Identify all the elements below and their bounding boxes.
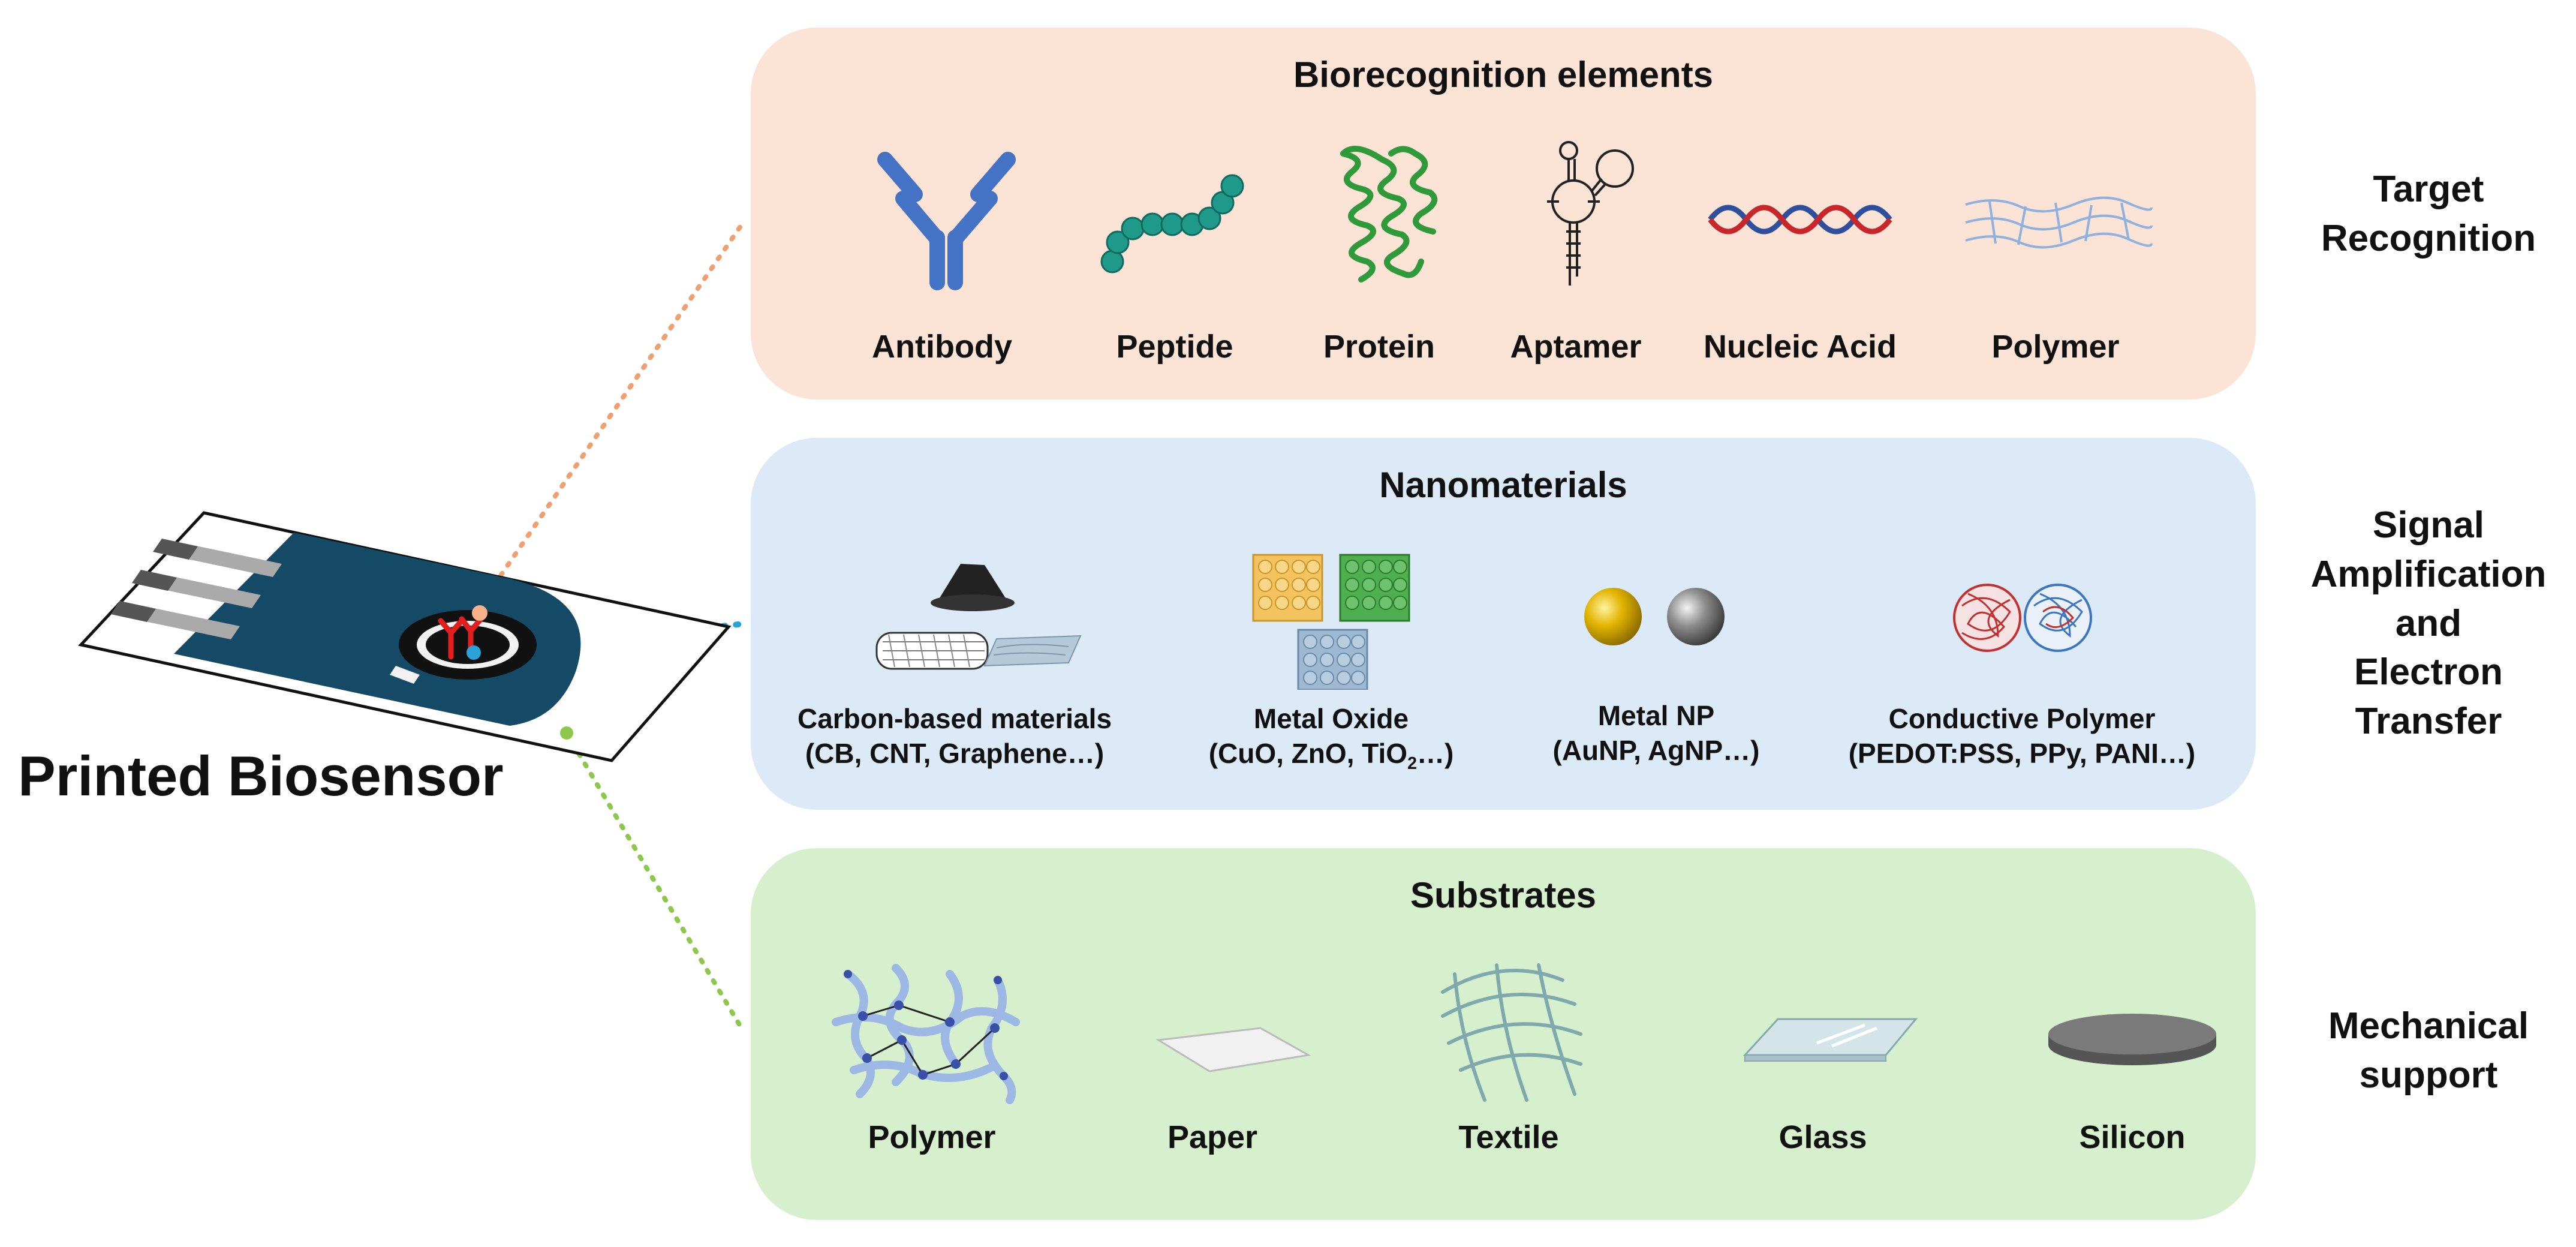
protein-icon xyxy=(1340,146,1438,283)
cube-green xyxy=(1339,554,1410,622)
sub-polymer-item: Polymer xyxy=(776,938,1088,1214)
carbon-materials-icon xyxy=(875,564,1082,670)
antibody-item: Antibody xyxy=(786,136,1098,387)
peptide-item: Peptide xyxy=(1019,136,1331,387)
sub-polymer-label: Polymer xyxy=(868,1119,996,1155)
cube-blue xyxy=(1297,629,1368,690)
textile-label: Textile xyxy=(1458,1119,1559,1155)
textile-icon xyxy=(1441,963,1582,1102)
biorecognition-title: Biorecognition elements xyxy=(1293,55,1714,95)
polymer-network-icon xyxy=(832,964,1020,1104)
carbon-materials-name: Carbon-based materials xyxy=(797,703,1112,734)
metal-np-name: Metal NP xyxy=(1597,700,1715,731)
peptide-icon xyxy=(1100,174,1244,274)
dna-icon xyxy=(1708,205,1892,235)
carbon-materials-item: Carbon-based materials (CB, CNT, Graphen… xyxy=(787,528,1123,804)
cube-orange xyxy=(1252,554,1323,622)
paper-item: Paper xyxy=(1057,938,1368,1214)
metal-np-item: Metal NP (AuNP, AgNP…) xyxy=(1512,528,1800,804)
glass-label: Glass xyxy=(1778,1119,1867,1155)
paper-sheet-icon xyxy=(1155,1027,1311,1072)
antibody-icon xyxy=(877,152,1016,290)
glass-item: Glass xyxy=(1667,938,1979,1214)
silicon-wafer-icon xyxy=(2048,1014,2216,1065)
nucleic-acid-item: Nucleic Acid xyxy=(1644,136,1956,387)
metal-oxide-label: Metal Oxide (CuO, ZnO, TiO2…) xyxy=(1187,702,1475,774)
aptamer-icon xyxy=(1547,141,1634,286)
silicon-label: Silicon xyxy=(2079,1119,2186,1155)
conductive-polymer-examples: (PEDOT:PSS, PPy, PANI…) xyxy=(1848,737,2196,769)
metal-np-label: Metal NP (AuNP, AgNP…) xyxy=(1512,699,1800,768)
silicon-item: Silicon xyxy=(1976,938,2288,1214)
mechanical-support-label: Mechanical support xyxy=(2328,1005,2529,1096)
conductive-polymer-item: Conductive Polymer (PEDOT:PSS, PPy, PANI… xyxy=(1818,528,2226,804)
metal-oxide-item: Metal Oxide (CuO, ZnO, TiO2…) xyxy=(1187,528,1475,804)
peptide-label: Peptide xyxy=(1116,329,1233,365)
printed-biosensor-title: Printed Biosensor xyxy=(18,744,504,807)
nanomaterials-panel: Nanomaterials Carbon-based materials (CB… xyxy=(751,438,2256,810)
textile-item: Textile xyxy=(1353,938,1665,1214)
polymer-coil-icon xyxy=(1953,584,2092,652)
substrates-title: Substrates xyxy=(1410,875,1597,915)
protein-label: Protein xyxy=(1323,329,1436,365)
printed-biosensor-strip xyxy=(78,511,732,762)
nucleic-acid-label: Nucleic Acid xyxy=(1703,329,1897,365)
target-recognition-label: Target Recognition xyxy=(2321,169,2536,259)
carbon-materials-examples: (CB, CNT, Graphene…) xyxy=(805,737,1105,769)
signal-amplification-label: Signal Amplification and Electron Transf… xyxy=(2310,504,2547,743)
carbon-materials-label: Carbon-based materials (CB, CNT, Graphen… xyxy=(787,702,1123,771)
nanomaterials-title: Nanomaterials xyxy=(1379,465,1627,505)
glass-slide-icon xyxy=(1743,1018,1918,1062)
biorecognition-panel: Biorecognition elements Antibody xyxy=(751,28,2256,399)
aptamer-item: Aptamer xyxy=(1420,136,1732,387)
aptamer-label: Aptamer xyxy=(1510,329,1642,365)
bio-polymer-label: Polymer xyxy=(1991,329,2120,365)
metal-nanoparticle-icon xyxy=(1584,588,1725,645)
metal-np-examples: (AuNP, AgNP…) xyxy=(1552,734,1760,766)
conductive-polymer-name: Conductive Polymer xyxy=(1888,703,2156,734)
bio-polymer-item: Polymer xyxy=(1900,136,2211,387)
antibody-label: Antibody xyxy=(872,329,1012,365)
substrates-panel: Substrates xyxy=(751,848,2256,1220)
metal-oxide-examples: (CuO, ZnO, TiO2…) xyxy=(1208,737,1454,773)
paper-label: Paper xyxy=(1167,1119,1258,1155)
metal-oxide-cubes-icon xyxy=(1252,554,1410,690)
metal-oxide-name: Metal Oxide xyxy=(1253,703,1409,734)
polymer-net-icon xyxy=(1965,196,2153,249)
conductive-polymer-label: Conductive Polymer (PEDOT:PSS, PPy, PANI… xyxy=(1818,702,2226,771)
protein-item: Protein xyxy=(1223,136,1535,387)
